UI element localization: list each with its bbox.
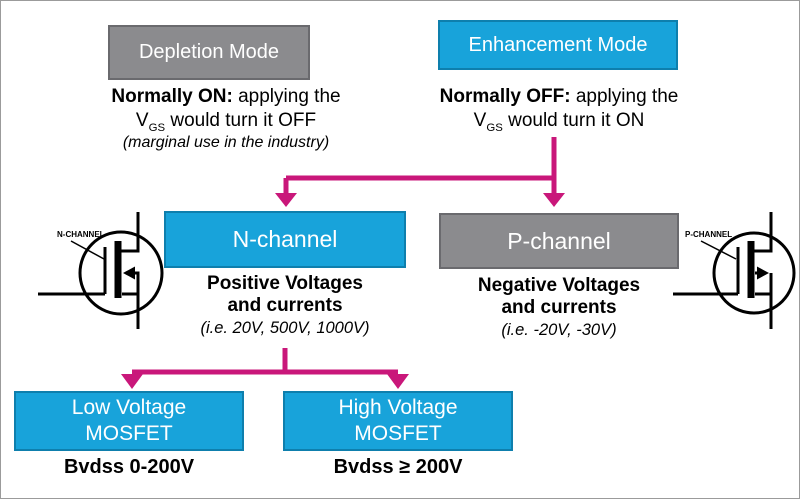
vgs-subscript: GS: [486, 121, 503, 134]
p-channel-symbol-label: P-CHANNEL: [685, 230, 732, 239]
symbol-circle: [712, 231, 796, 315]
source-lead: [131, 271, 140, 329]
n-channel-desc-line2: and currents: [227, 295, 343, 316]
arrowhead-to-p-channel: [543, 193, 565, 207]
n-channel-label: N-channel: [232, 226, 338, 252]
low-voltage-mosfet-box: Low Voltage MOSFET: [14, 391, 244, 451]
depletion-mode-label: Depletion Mode: [138, 41, 280, 63]
enhancement-desc-line1: Normally OFF: applying the: [439, 86, 679, 107]
low-voltage-caption: Bvdss 0-200V: [63, 456, 195, 478]
drain-lead: [120, 212, 140, 253]
label-pointer-line: [70, 240, 105, 260]
high-voltage-label-line2: MOSFET: [354, 422, 442, 445]
connector-nchannel-to-voltage: [121, 348, 409, 389]
n-channel-examples: (i.e. 20V, 500V, 1000V): [200, 319, 370, 337]
arrowhead-to-high-voltage: [387, 374, 409, 389]
n-channel-mosfet-symbol: N-CHANNEL: [38, 212, 164, 329]
p-channel-examples: (i.e. -20V, -30V): [501, 321, 617, 339]
p-channel-arrow: [757, 266, 769, 280]
p-channel-label: P-channel: [507, 227, 611, 254]
low-voltage-label-line1: Low Voltage: [71, 396, 187, 420]
high-voltage-label-line1: High Voltage: [338, 396, 458, 420]
enhancement-mode-label: Enhancement Mode: [468, 33, 648, 56]
n-channel-box: N-channel: [164, 211, 406, 268]
depletion-desc-line2: VGS would turn it OFF: [135, 110, 317, 134]
n-channel-desc-line1: Positive Voltages: [207, 273, 363, 294]
p-channel-description: Negative Voltages and currents (i.e. -20…: [424, 275, 694, 341]
arrowhead-to-low-voltage: [121, 374, 143, 389]
label-pointer-line: [700, 240, 737, 260]
vgs-subscript: GS: [148, 121, 166, 134]
enhancement-mode-box: Enhancement Mode: [438, 20, 678, 70]
high-voltage-mosfet-box: High Voltage MOSFET: [283, 391, 513, 451]
low-voltage-label-line2: MOSFET: [85, 422, 173, 445]
depletion-mode-box: Depletion Mode: [108, 25, 310, 80]
drain-lead: [753, 212, 773, 253]
p-channel-desc-line2: and currents: [501, 297, 617, 318]
enhancement-description: Normally OFF: applying the VGS would tur…: [413, 85, 705, 133]
depletion-note: (marginal use in the industry): [122, 134, 330, 151]
n-channel-description: Positive Voltages and currents (i.e. 20V…: [150, 273, 420, 339]
p-channel-box: P-channel: [439, 213, 679, 269]
enhancement-desc-line2: VGS would turn it ON: [473, 110, 645, 134]
source-lead: [755, 271, 773, 329]
arrowhead-to-n-channel: [275, 193, 297, 207]
n-channel-arrow: [123, 266, 135, 280]
n-channel-symbol-label: N-CHANNEL: [57, 230, 105, 239]
depletion-desc-line1: Normally ON: applying the: [111, 86, 341, 107]
high-voltage-caption: Bvdss ≥ 200V: [333, 456, 463, 478]
depletion-description: Normally ON: applying the VGS would turn…: [80, 85, 372, 153]
p-channel-desc-line1: Negative Voltages: [477, 275, 641, 296]
